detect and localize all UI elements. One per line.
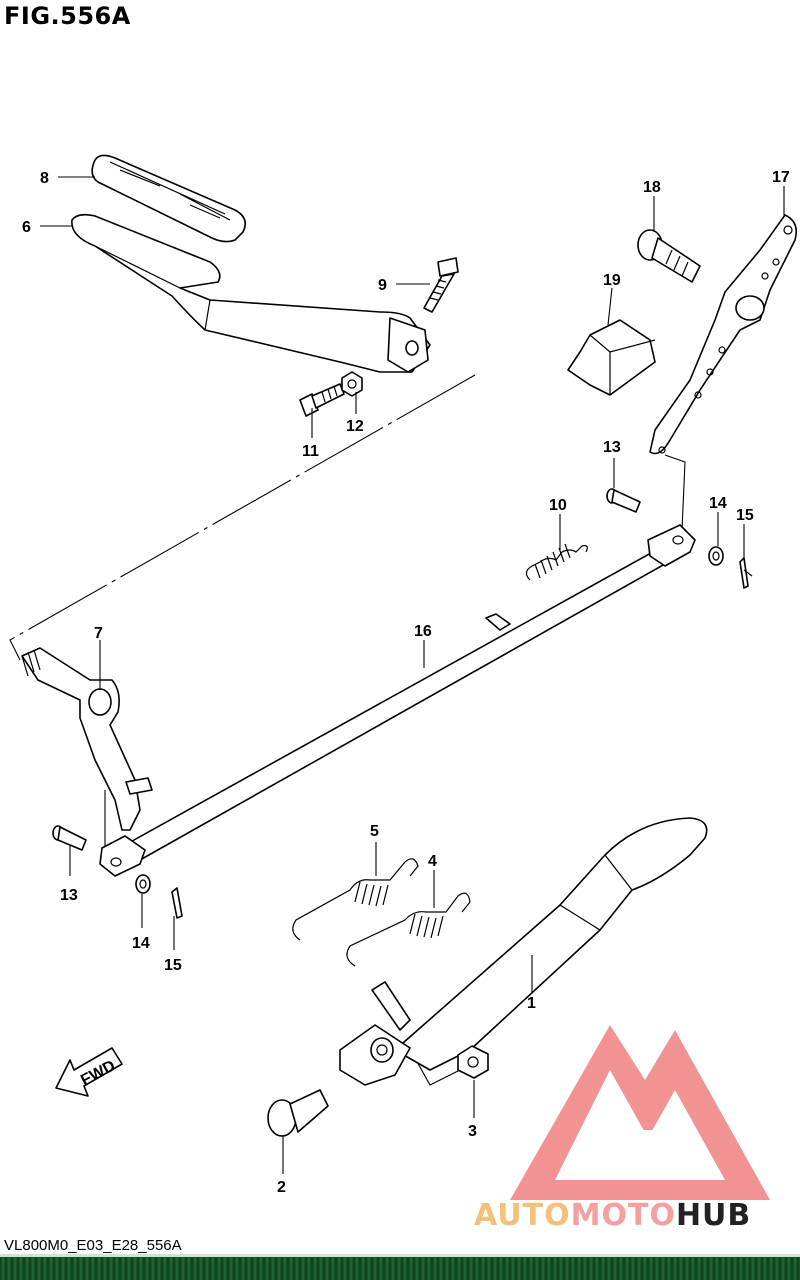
spring-part-4 (346, 892, 471, 967)
label-part-5: 5 (370, 823, 379, 840)
label-part-13-top: 13 (603, 439, 621, 456)
label-part-7: 7 (94, 625, 103, 642)
pivot-bolt-part-2 (267, 1089, 329, 1137)
rod-part-16 (99, 524, 696, 877)
dash-line-pedal (9, 374, 476, 661)
label-part-16: 16 (414, 623, 432, 640)
pivot-bolt-part-18 (637, 229, 701, 283)
label-part-8: 8 (40, 170, 49, 187)
label-part-14-top: 14 (709, 495, 727, 512)
spring-part-10 (525, 543, 588, 581)
label-part-17: 17 (772, 169, 790, 186)
automotohub-logo-icon (510, 1025, 770, 1200)
nut-part-3 (457, 1045, 489, 1079)
label-part-6: 6 (22, 219, 31, 236)
nut-part-12 (341, 371, 363, 397)
label-part-19: 19 (603, 272, 621, 289)
label-part-15-top: 15 (736, 507, 754, 524)
washer-part-14-top (708, 546, 724, 566)
label-part-1: 1 (527, 995, 536, 1012)
pin-part-13-top (606, 488, 641, 513)
bolt-part-11 (299, 383, 345, 417)
cotter-pin-part-15-bottom (171, 887, 183, 919)
bottom-decorative-strip (0, 1254, 800, 1280)
washer-part-14-bottom (135, 874, 151, 894)
label-part-4: 4 (428, 853, 437, 870)
bolt-part-9 (423, 257, 459, 313)
figure-title: FIG.556A (4, 2, 131, 30)
pedal-rubber-part-8 (91, 154, 246, 243)
brake-pedal-part-6 (71, 213, 431, 373)
label-part-14-bottom: 14 (132, 935, 150, 952)
cover-part-19 (567, 319, 656, 396)
side-stand-part-1 (339, 817, 708, 1086)
label-part-18: 18 (643, 179, 661, 196)
arm-part-17 (649, 214, 798, 455)
label-part-10: 10 (549, 497, 567, 514)
dash-line-arm (664, 454, 686, 531)
shaft-arm-part-7 (21, 647, 153, 831)
label-part-11: 11 (302, 443, 319, 460)
pin-part-13-bottom (52, 825, 87, 851)
label-part-12: 12 (346, 418, 364, 435)
brand-part-hub: HUB (675, 1198, 752, 1233)
cotter-pin-part-15-top (739, 557, 753, 589)
brand-part-moto: MOTO (570, 1198, 676, 1233)
fwd-arrow-icon: FWD (55, 1047, 123, 1097)
figure-code: VL800M0_E03_E28_556A (4, 1237, 182, 1254)
label-part-15-bottom: 15 (164, 957, 182, 974)
label-part-3: 3 (468, 1123, 477, 1140)
brand-part-auto: AUTO (474, 1198, 571, 1233)
leader-lines (40, 176, 785, 1174)
spring-part-5 (292, 858, 419, 941)
label-part-13-bottom: 13 (60, 887, 78, 904)
brand-wordmark: AUTOMOTOHUB (474, 1198, 751, 1233)
label-part-9: 9 (378, 277, 387, 294)
label-part-2: 2 (277, 1179, 286, 1196)
